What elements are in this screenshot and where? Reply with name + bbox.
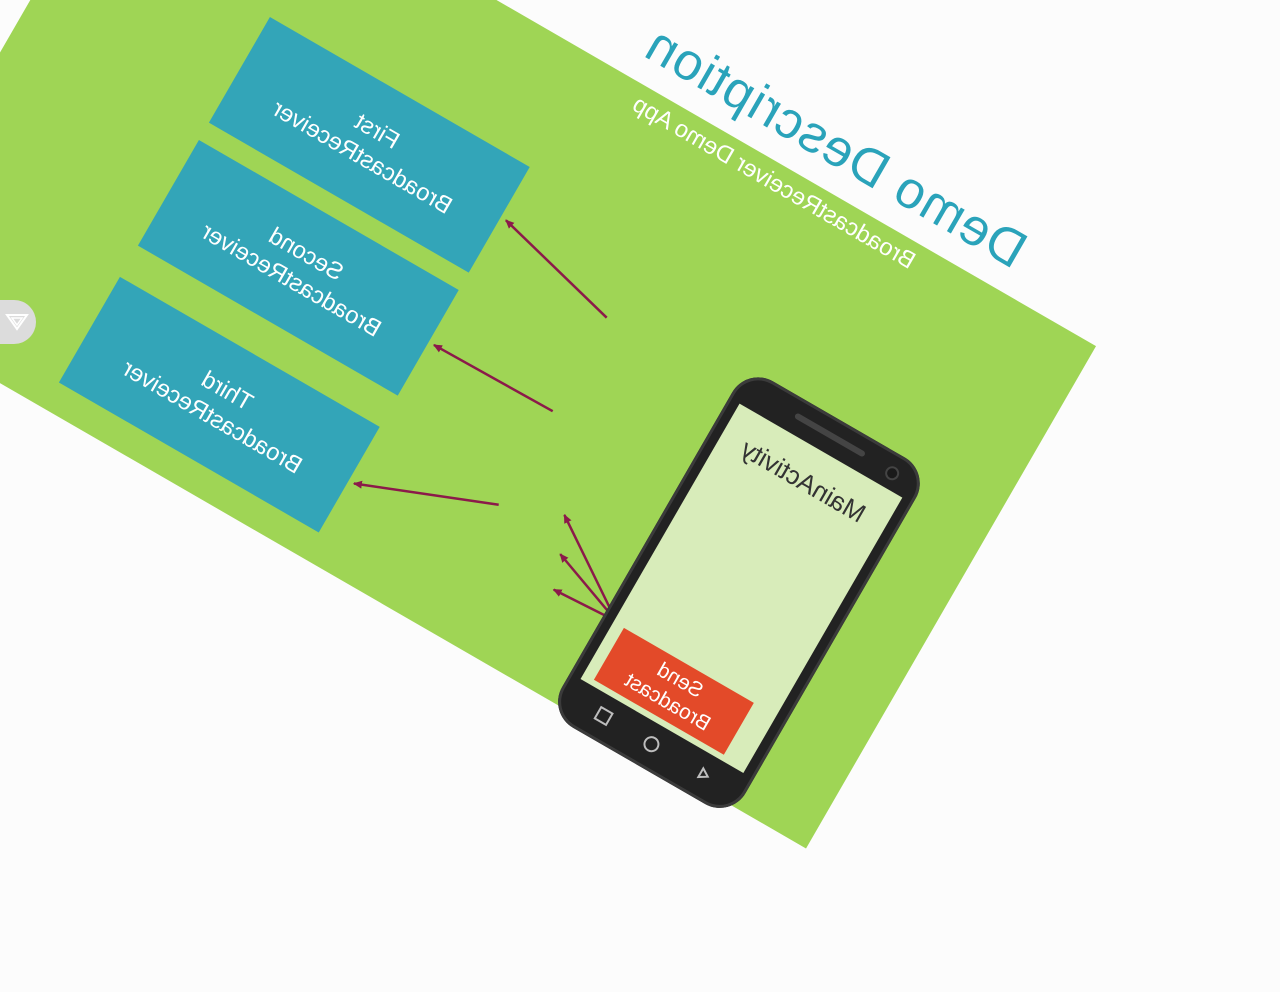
arrow-to-first bbox=[505, 219, 608, 319]
home-icon[interactable] bbox=[640, 733, 663, 756]
arrow-to-third bbox=[352, 480, 499, 506]
watermark-logo-icon bbox=[5, 314, 29, 331]
activity-label: MainActivity bbox=[735, 433, 872, 529]
back-icon[interactable] bbox=[695, 765, 714, 784]
watermark-badge bbox=[0, 300, 36, 344]
mirrored-slide: Demo Description BroadcastReceiver Demo … bbox=[0, 0, 1097, 849]
arrow-to-second bbox=[433, 343, 554, 413]
recent-apps-icon[interactable] bbox=[593, 705, 614, 727]
fanout-arrow-1 bbox=[563, 514, 618, 622]
camera-icon bbox=[882, 463, 902, 483]
